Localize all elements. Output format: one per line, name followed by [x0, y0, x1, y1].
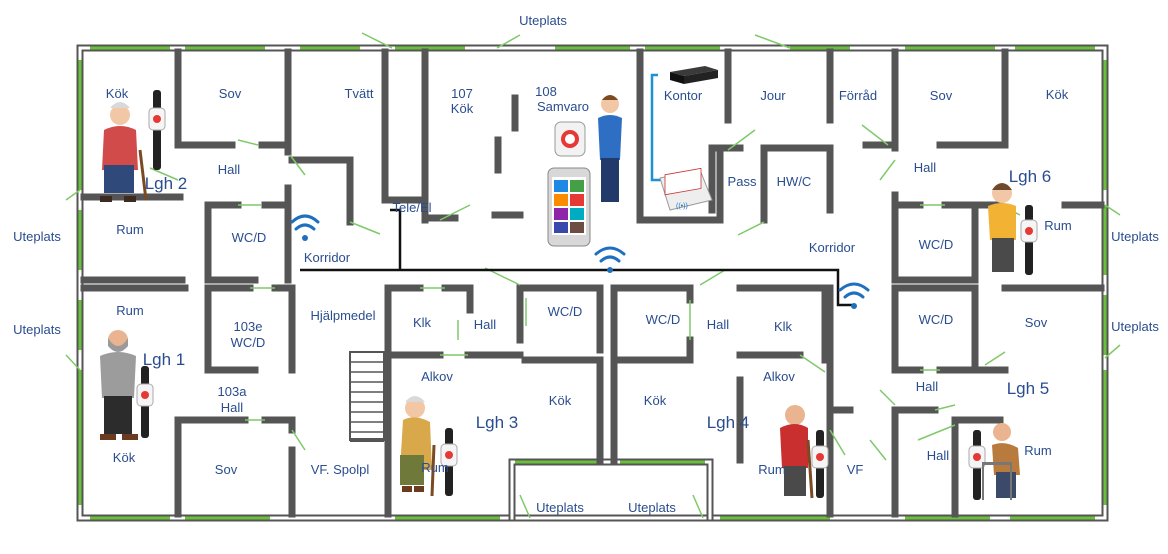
- resident-figure-lgh2: [100, 102, 148, 202]
- hjalpmedel-label: Hjälpmedel: [310, 308, 375, 323]
- caregiver-figure: [598, 95, 622, 202]
- wrist-alarm-lgh4: [811, 430, 829, 498]
- uteplats-left-1-label: Uteplats: [13, 229, 61, 244]
- lgh1-wcd-label: WC/D: [231, 335, 266, 350]
- lgh6-hall-label: Hall: [914, 160, 937, 175]
- smartphone-device: [547, 167, 591, 247]
- pass-label: Pass: [728, 174, 757, 189]
- lgh5-rum-label: Rum: [1024, 443, 1051, 458]
- lgh2-hall-label: Hall: [218, 162, 241, 177]
- resident-figure-lgh6: [988, 183, 1016, 272]
- lgh3-rum-label: Rum: [421, 460, 448, 475]
- tvatt-label: Tvätt: [345, 86, 374, 101]
- jour-label: Jour: [760, 88, 786, 103]
- uteplats-right-2-label: Uteplats: [1111, 319, 1159, 334]
- lgh6-wcd-label: WC/D: [919, 237, 954, 252]
- lgh3-kok-label: Kök: [549, 393, 572, 408]
- resident-figure-lgh3: [400, 396, 436, 497]
- doors: [65, 32, 1121, 519]
- room-107-name: Kök: [451, 101, 474, 116]
- lgh4-alkov-label: Alkov: [763, 369, 795, 384]
- lgh1-103e-label: 103e: [234, 319, 263, 334]
- staircase: [349, 351, 385, 442]
- resident-figure-lgh4: [780, 405, 814, 499]
- resident-figure-lgh5: [982, 423, 1020, 500]
- wrist-alarm-lgh2: [148, 90, 166, 170]
- windows: [78, 46, 1107, 520]
- lgh3-hall-label: Hall: [474, 317, 497, 332]
- lgh5-sov-label: Sov: [1025, 315, 1048, 330]
- lgh5-hall-2-label: Hall: [927, 448, 950, 463]
- wifi-icon-center: [594, 246, 626, 273]
- lgh4-klk-label: Klk: [774, 319, 793, 334]
- lgh5-title: Lgh 5: [1007, 379, 1050, 398]
- wrist-alarm-lgh6: [1020, 205, 1038, 275]
- tele-el-label: Tele/El: [392, 200, 431, 215]
- vf-right-label: VF: [847, 462, 864, 477]
- lgh1-hall-label: Hall: [221, 400, 244, 415]
- lgh5-wcd-label: WC/D: [919, 312, 954, 327]
- lgh3-klk-label: Klk: [413, 315, 432, 330]
- network-recorder-device: [670, 66, 718, 84]
- uteplats-bottom-2-label: Uteplats: [628, 500, 676, 515]
- lgh1-kok-label: Kök: [113, 450, 136, 465]
- room-108-number: 108: [535, 84, 557, 99]
- room-labels: Uteplats Uteplats Uteplats Uteplats Utep…: [13, 13, 1159, 515]
- lgh5-hall-1-label: Hall: [916, 379, 939, 394]
- lgh4-wcd-label: WC/D: [646, 312, 681, 327]
- resident-figure-lgh1: [100, 330, 138, 440]
- wifi-icon-right: [838, 282, 870, 309]
- lgh4-rum-label: Rum: [758, 462, 785, 477]
- lgh3-title: Lgh 3: [476, 413, 519, 432]
- lgh1-103a-label: 103a: [218, 384, 248, 399]
- wifi-small-icon: ((•)): [676, 203, 688, 210]
- lgh1-title: Lgh 1: [143, 350, 186, 369]
- lgh6-title: Lgh 6: [1009, 167, 1052, 186]
- lgh6-sov-label: Sov: [930, 88, 953, 103]
- lgh2-sov-label: Sov: [219, 86, 242, 101]
- lgh1-sov-label: Sov: [215, 462, 238, 477]
- lgh3-wcd-label: WC/D: [548, 304, 583, 319]
- lgh2-kok-label: Kök: [106, 86, 129, 101]
- wifi-icon-left: [290, 214, 320, 241]
- tablet-device: ((•)): [659, 167, 713, 211]
- uteplats-left-2-label: Uteplats: [13, 322, 61, 337]
- room-107-number: 107: [451, 86, 473, 101]
- korridor-right-label: Korridor: [809, 240, 856, 255]
- vf-spolpl-label: VF. Spolpl: [311, 462, 370, 477]
- lgh4-hall-label: Hall: [707, 317, 730, 332]
- lgh6-kok-label: Kök: [1046, 87, 1069, 102]
- lgh4-kok-label: Kök: [644, 393, 667, 408]
- wrist-alarm-lgh3: [440, 428, 458, 496]
- call-button-device: [554, 121, 586, 157]
- lgh1-rum-label: Rum: [116, 303, 143, 318]
- lgh6-rum-label: Rum: [1044, 218, 1071, 233]
- lgh2-title: Lgh 2: [145, 174, 188, 193]
- apartment-labels: Lgh 2 Lgh 1 Lgh 3 Lgh 4 Lgh 5 Lgh 6: [143, 167, 1052, 432]
- uteplats-top-label: Uteplats: [519, 13, 567, 28]
- forrad-label: Förråd: [839, 88, 877, 103]
- lgh2-rum-label: Rum: [116, 222, 143, 237]
- lgh3-alkov-label: Alkov: [421, 369, 453, 384]
- korridor-left-label: Korridor: [304, 250, 351, 265]
- uteplats-bottom-1-label: Uteplats: [536, 500, 584, 515]
- hwc-label: HW/C: [777, 174, 812, 189]
- lgh2-wcd-label: WC/D: [232, 230, 267, 245]
- wrist-alarm-lgh5: [968, 430, 986, 500]
- room-108-name: Samvaro: [537, 99, 589, 114]
- network-cable: [300, 73, 855, 307]
- interior-walls: [80, 48, 1105, 518]
- uteplats-right-1-label: Uteplats: [1111, 229, 1159, 244]
- lgh4-title: Lgh 4: [707, 413, 750, 432]
- kontor-label: Kontor: [664, 88, 703, 103]
- wrist-alarm-lgh1: [136, 366, 154, 438]
